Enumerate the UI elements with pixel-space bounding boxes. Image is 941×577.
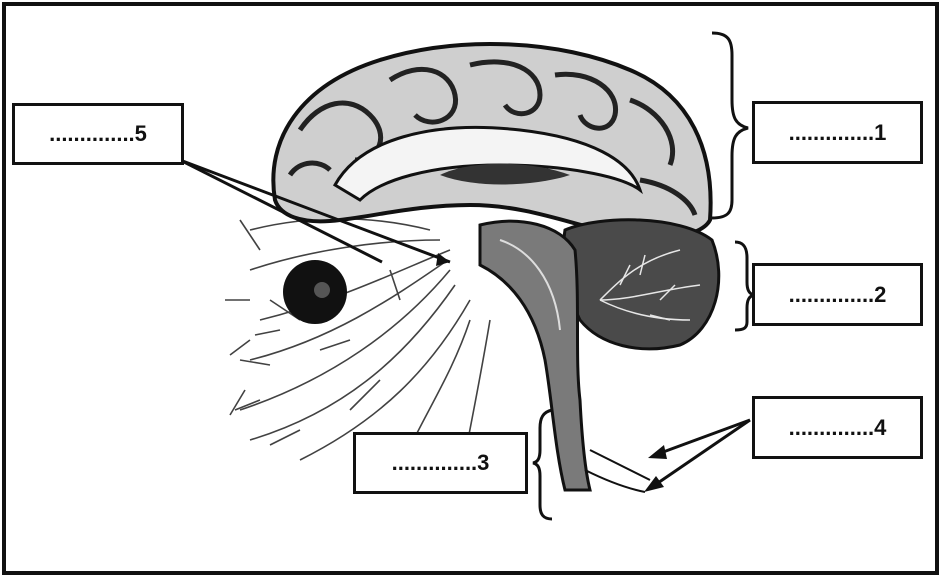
- pointer-4: [652, 420, 750, 487]
- label-box-4[interactable]: ..............4: [752, 396, 923, 459]
- label-text-4: ..............4: [789, 415, 887, 441]
- label-text-2: ..............2: [789, 282, 887, 308]
- label-box-1[interactable]: ..............1: [752, 101, 923, 164]
- label-box-3[interactable]: ..............3: [353, 432, 528, 494]
- label-box-5[interactable]: ..............5: [12, 103, 184, 165]
- brace-2: [735, 242, 753, 330]
- cerebrum: [273, 44, 710, 239]
- brace-1: [712, 33, 748, 218]
- label-text-3: ..............3: [392, 450, 490, 476]
- label-text-1: ..............1: [789, 120, 887, 146]
- brace-3: [533, 410, 552, 519]
- label-box-2[interactable]: ..............2: [752, 263, 923, 326]
- cerebellum: [563, 220, 719, 349]
- label-text-5: ..............5: [49, 121, 147, 147]
- arrowhead-4a: [648, 445, 667, 459]
